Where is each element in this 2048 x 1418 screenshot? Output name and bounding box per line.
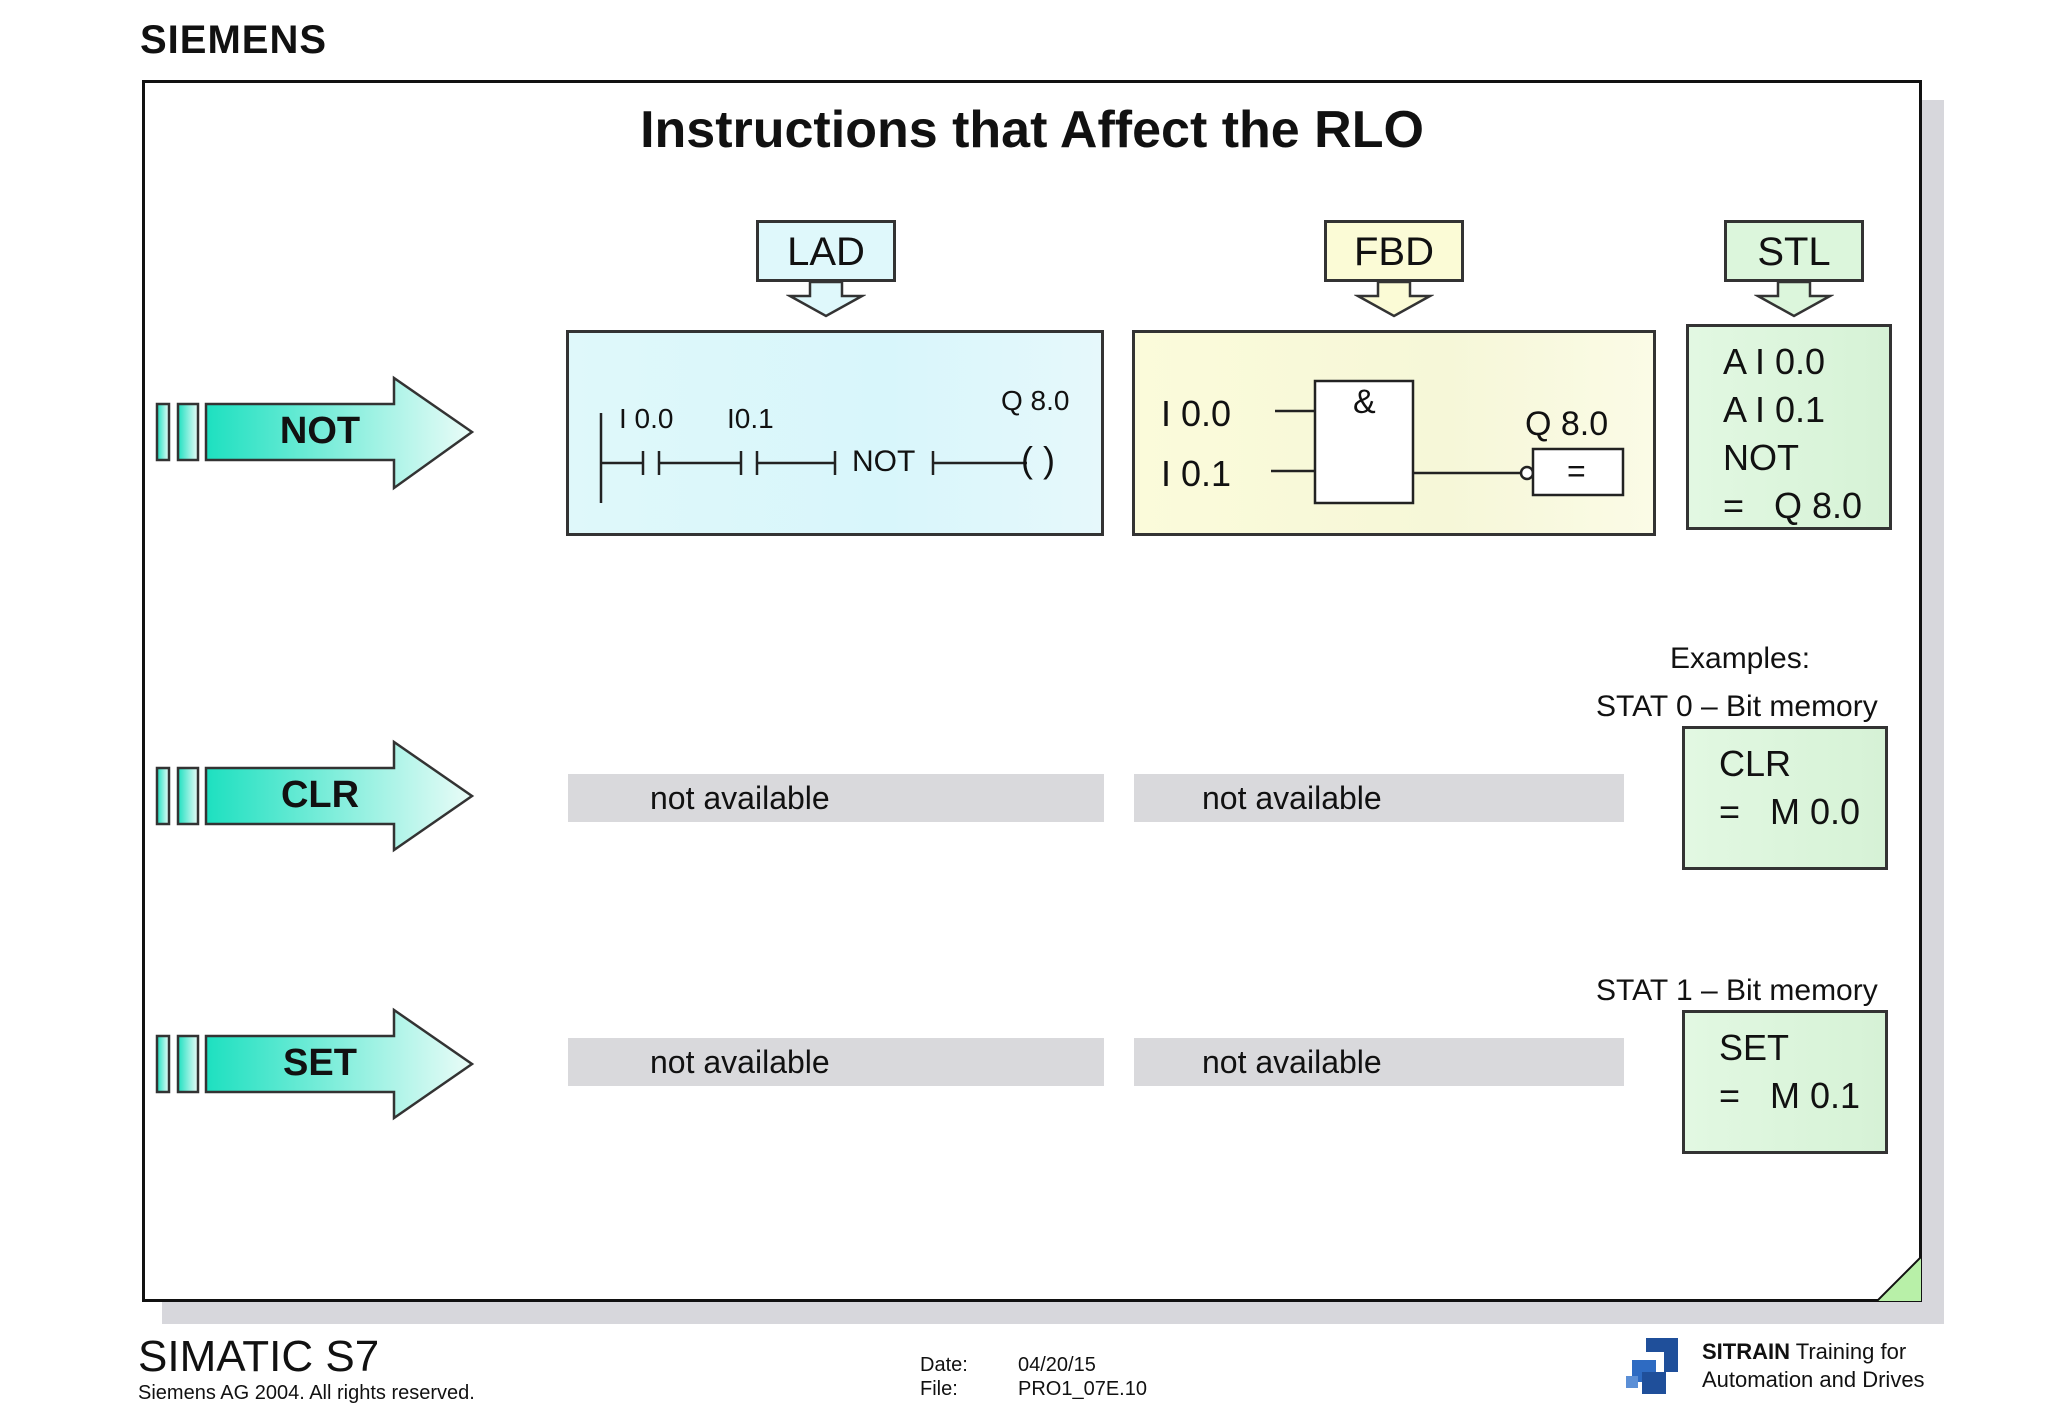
page-corner-icon [1876,1256,1922,1302]
footer-date-label: Date: [920,1354,968,1376]
footer-file-label: File: [920,1378,958,1400]
examples-heading: Examples: [1670,642,1811,675]
fbd-clr-not-available: not available [1134,774,1624,822]
lad-set-not-available: not available [568,1038,1104,1086]
clr-row-arrow-icon [155,739,475,853]
fbd-input-1-label: I 0.0 [1161,393,1232,434]
fbd-and-symbol: & [1353,383,1376,421]
fbd-assign-symbol: = [1567,453,1586,489]
lad-not-panel: I 0.0 I0.1 NOT Q 8.0 ( ) [566,330,1104,536]
lad-coil-address: Q 8.0 [1001,385,1070,416]
fbd-column-label: FBD [1324,220,1464,282]
stl-set-line-1: SET [1719,1027,1790,1068]
fbd-not-panel: I 0.0 I 0.1 & Q 8.0 = [1132,330,1656,536]
footer-date-value: 04/20/15 [1018,1354,1096,1376]
set-row-label: SET [283,1042,357,1084]
footer-copyright: Siemens AG 2004. All rights reserved. [138,1382,475,1404]
stl-not-line-4: = Q 8.0 [1723,485,1863,526]
fbd-block-diagram [1271,379,1625,505]
sitrain-tagline-line-1: Training for [1795,1339,1907,1364]
fbd-down-arrow-icon [1354,282,1434,318]
sitrain-brand: SITRAIN [1702,1339,1790,1364]
lad-contact-2-label: I0.1 [727,403,774,434]
slide-frame [142,80,1922,1302]
slide-title: Instructions that Affect the RLO [640,101,1424,159]
stl-set-line-2: = M 0.1 [1719,1075,1861,1116]
set-row-arrow-icon [155,1007,475,1121]
footer-file-value: PRO1_07E.10 [1018,1378,1147,1400]
stl-not-panel: A I 0.0 A I 0.1 NOT = Q 8.0 [1686,324,1892,530]
stat1-caption: STAT 1 – Bit memory [1596,974,1878,1007]
stl-clr-line-2: = M 0.0 [1719,791,1861,832]
lad-down-arrow-icon [786,282,866,318]
stl-clr-line-1: CLR [1719,743,1792,784]
fbd-input-2-label: I 0.1 [1161,453,1232,494]
lad-clr-not-available: not available [568,774,1104,822]
stl-not-line-2: A I 0.1 [1723,389,1826,430]
stat0-caption: STAT 0 – Bit memory [1596,690,1878,723]
fbd-output-address: Q 8.0 [1525,405,1609,443]
sitrain-tagline: SITRAIN Training for Automation and Driv… [1702,1338,1925,1394]
clr-row-label: CLR [280,774,360,816]
stl-column-label: STL [1724,220,1864,282]
not-row-arrow-icon [155,375,475,491]
sitrain-logo-icon [1626,1338,1678,1394]
sitrain-tagline-line-2: Automation and Drives [1702,1367,1925,1392]
siemens-logo: SIEMENS [140,18,328,62]
lad-column-label: LAD [756,220,896,282]
stl-not-line-1: A I 0.0 [1723,341,1826,382]
not-row-label: NOT [279,410,361,452]
lad-ladder-diagram [599,413,1027,503]
stl-clr-panel: CLR = M 0.0 [1682,726,1888,870]
fbd-set-not-available: not available [1134,1038,1624,1086]
footer-product-name: SIMATIC S7 [138,1332,380,1381]
lad-coil-symbol: ( ) [1021,439,1055,480]
stl-not-line-3: NOT [1723,437,1799,478]
lad-not-text: NOT [852,445,916,478]
stl-set-panel: SET = M 0.1 [1682,1010,1888,1154]
lad-contact-1-label: I 0.0 [619,403,674,434]
stl-down-arrow-icon [1754,282,1834,318]
